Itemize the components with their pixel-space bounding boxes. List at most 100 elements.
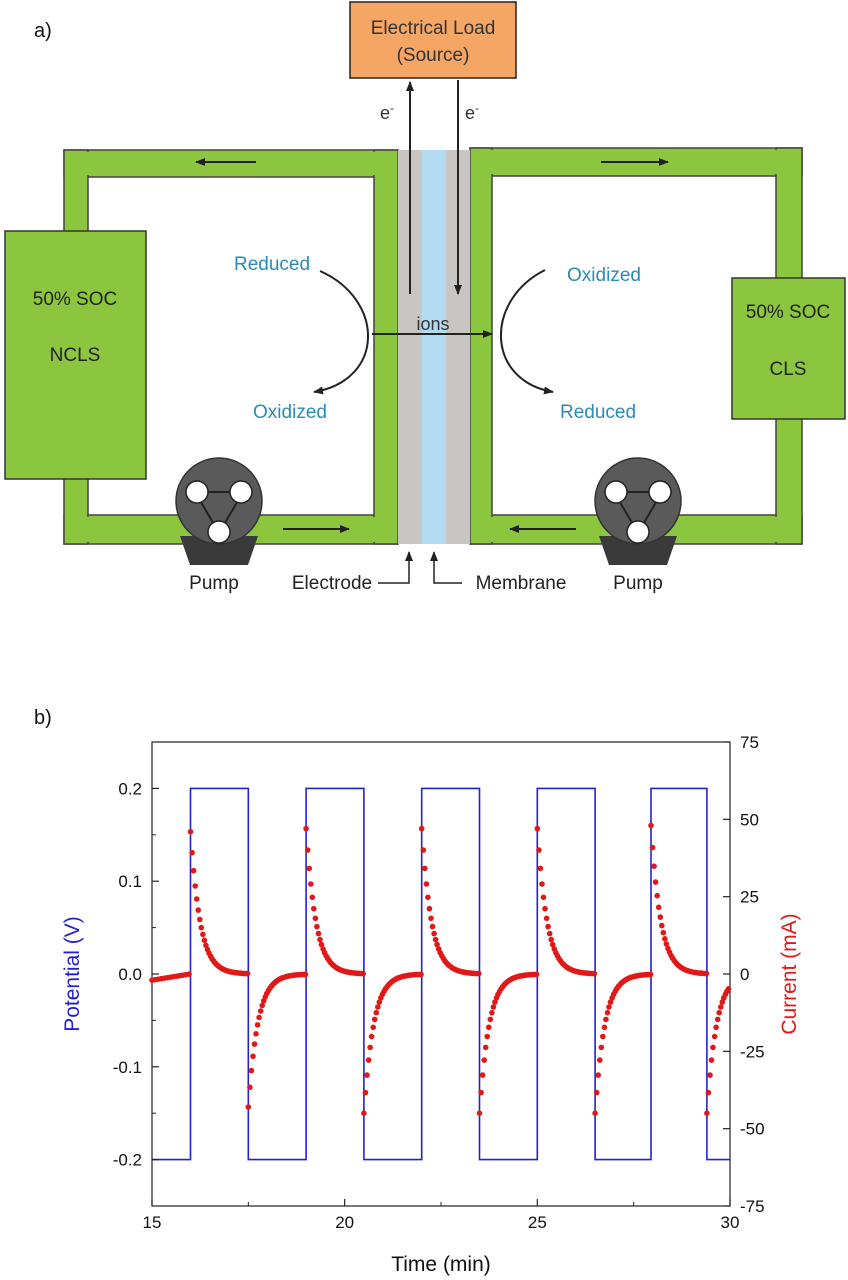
- x-axis-label: Time (min): [391, 1253, 491, 1276]
- y-left-tick-label: -0.1: [113, 1058, 142, 1077]
- left-tank-label-1: 50% SOC: [33, 289, 117, 310]
- current-data-point: [652, 879, 659, 885]
- current-data-point: [198, 924, 205, 931]
- current-data-point: [654, 892, 660, 899]
- x-tick-label: 25: [528, 1213, 547, 1232]
- current-data-point: [649, 844, 656, 851]
- current-data-point: [361, 1110, 367, 1116]
- current-data-point: [663, 941, 670, 947]
- right-tank-label-2: CLS: [770, 359, 807, 380]
- current-data-point: [716, 1009, 722, 1016]
- current-data-point: [481, 1057, 488, 1063]
- current-data-point: [311, 905, 317, 912]
- right-oxidized-label: Oxidized: [567, 265, 641, 286]
- current-data-point: [315, 930, 322, 937]
- y-right-tick-label: 50: [740, 810, 759, 829]
- current-data-point: [484, 1033, 491, 1040]
- current-data-point: [368, 1033, 375, 1040]
- current-data-point: [540, 894, 547, 901]
- current-data-point: [647, 971, 654, 978]
- y-right-tick-label: 25: [740, 888, 759, 907]
- y-left-tick-label: -0.2: [113, 1151, 142, 1170]
- membrane-label: Membrane: [476, 573, 567, 594]
- current-data-point: [318, 941, 325, 948]
- current-data-point: [660, 929, 667, 936]
- current-data-point: [603, 1016, 609, 1023]
- right-pump-label: Pump: [613, 573, 663, 594]
- electrical-load-box: [349, 1, 517, 79]
- current-data-point: [534, 825, 541, 832]
- current-data-point: [490, 1004, 497, 1010]
- current-data-point: [201, 937, 208, 944]
- load-label-line2: (Source): [397, 45, 470, 66]
- current-data-point: [487, 1016, 494, 1023]
- current-data-point: [537, 865, 544, 872]
- current-data-point: [418, 825, 425, 832]
- current-data-point: [662, 936, 668, 942]
- left-oxidized-label: Oxidized: [253, 402, 327, 423]
- electron-label-left: e-: [380, 101, 394, 123]
- current-data-point: [247, 1084, 253, 1091]
- current-data-point: [187, 828, 194, 835]
- current-data-point: [371, 1016, 378, 1023]
- current-data-point: [539, 881, 545, 887]
- y-right-tick-label: -25: [740, 1042, 765, 1061]
- current-data-point: [367, 1044, 373, 1051]
- current-data-point: [420, 847, 427, 853]
- y-right-tick-label: -50: [740, 1120, 765, 1139]
- current-data-point: [431, 930, 437, 937]
- current-data-point: [546, 930, 553, 937]
- electrode-label: Electrode: [292, 573, 372, 594]
- current-data-point: [725, 986, 732, 992]
- current-data-point: [370, 1024, 377, 1031]
- chart-content: [149, 787, 732, 1161]
- current-data-point: [548, 936, 554, 943]
- current-data-point: [304, 847, 311, 853]
- current-data-point: [719, 999, 726, 1005]
- load-label-line1: Electrical Load: [371, 18, 496, 39]
- current-data-point: [302, 971, 309, 978]
- y-left-tick-label: 0.1: [118, 872, 142, 891]
- membrane-callout: [430, 551, 462, 584]
- current-data-point: [373, 1009, 380, 1016]
- current-data-point: [426, 905, 433, 912]
- left-redox-arrow: [313, 270, 369, 395]
- electrode-callout: [378, 551, 413, 584]
- x-tick-label: 30: [721, 1213, 740, 1232]
- current-data-point: [429, 923, 436, 930]
- current-data-point: [593, 1089, 600, 1096]
- panel-b-label: b): [34, 707, 52, 729]
- y-left-tick-label: 0.2: [118, 779, 142, 798]
- current-data-point: [308, 881, 314, 887]
- current-data-point: [306, 865, 313, 872]
- current-data-point: [254, 1022, 261, 1028]
- current-data-point: [489, 1009, 495, 1016]
- current-data-point: [707, 1072, 713, 1078]
- x-tick-label: 20: [335, 1213, 354, 1232]
- current-data-point: [545, 923, 551, 930]
- current-data-point: [703, 970, 710, 977]
- current-data-point: [536, 847, 542, 853]
- current-data-point: [376, 999, 383, 1005]
- current-data-point: [478, 1089, 484, 1096]
- current-data-point: [312, 915, 319, 922]
- current-data-point: [365, 1057, 372, 1063]
- current-data-point: [362, 1089, 369, 1096]
- panel-a-label: a): [34, 20, 52, 42]
- membrane: [422, 150, 446, 544]
- left-pump: [175, 457, 263, 565]
- y-left-tick-label: 0.0: [118, 965, 142, 984]
- right-pump: [594, 457, 682, 565]
- current-data-point: [422, 865, 428, 872]
- current-data-point: [423, 881, 430, 887]
- flow-battery-diagram: a) Electrical Load (Source): [4, 1, 846, 594]
- current-data-point: [476, 1110, 483, 1116]
- current-data-point: [186, 971, 192, 977]
- y-right-tick-label: -75: [740, 1197, 765, 1216]
- current-data-point: [482, 1044, 489, 1051]
- current-data-point: [600, 1033, 606, 1040]
- left-tank-label-2: NCLS: [50, 345, 101, 366]
- current-data-point: [549, 941, 556, 948]
